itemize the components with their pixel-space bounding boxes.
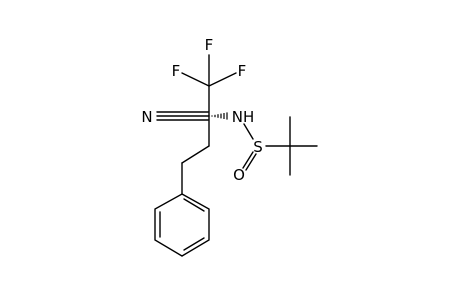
bond-cf-right [208,72,237,87]
bond-nh-s [243,123,254,140]
atom-label-sulfur: S [253,138,263,156]
atom-label-nitrile-n: N [141,108,152,126]
bond-so-1 [242,151,254,169]
bond-ch2-ch2 [181,145,210,164]
phenyl-ring [154,193,210,257]
bond-so-2 [245,153,257,171]
bond-cf-left [181,72,210,87]
atom-label-oxygen: O [233,166,245,184]
stereo-hash-bond [211,112,228,120]
phenyl-double-2 [183,237,205,251]
atom-label-nh: NH [232,108,255,126]
atom-label-f-left: F [172,62,181,80]
atom-label-f-top: F [205,36,214,54]
atom-label-f-right: F [238,62,247,80]
phenyl-double-1 [183,198,205,212]
